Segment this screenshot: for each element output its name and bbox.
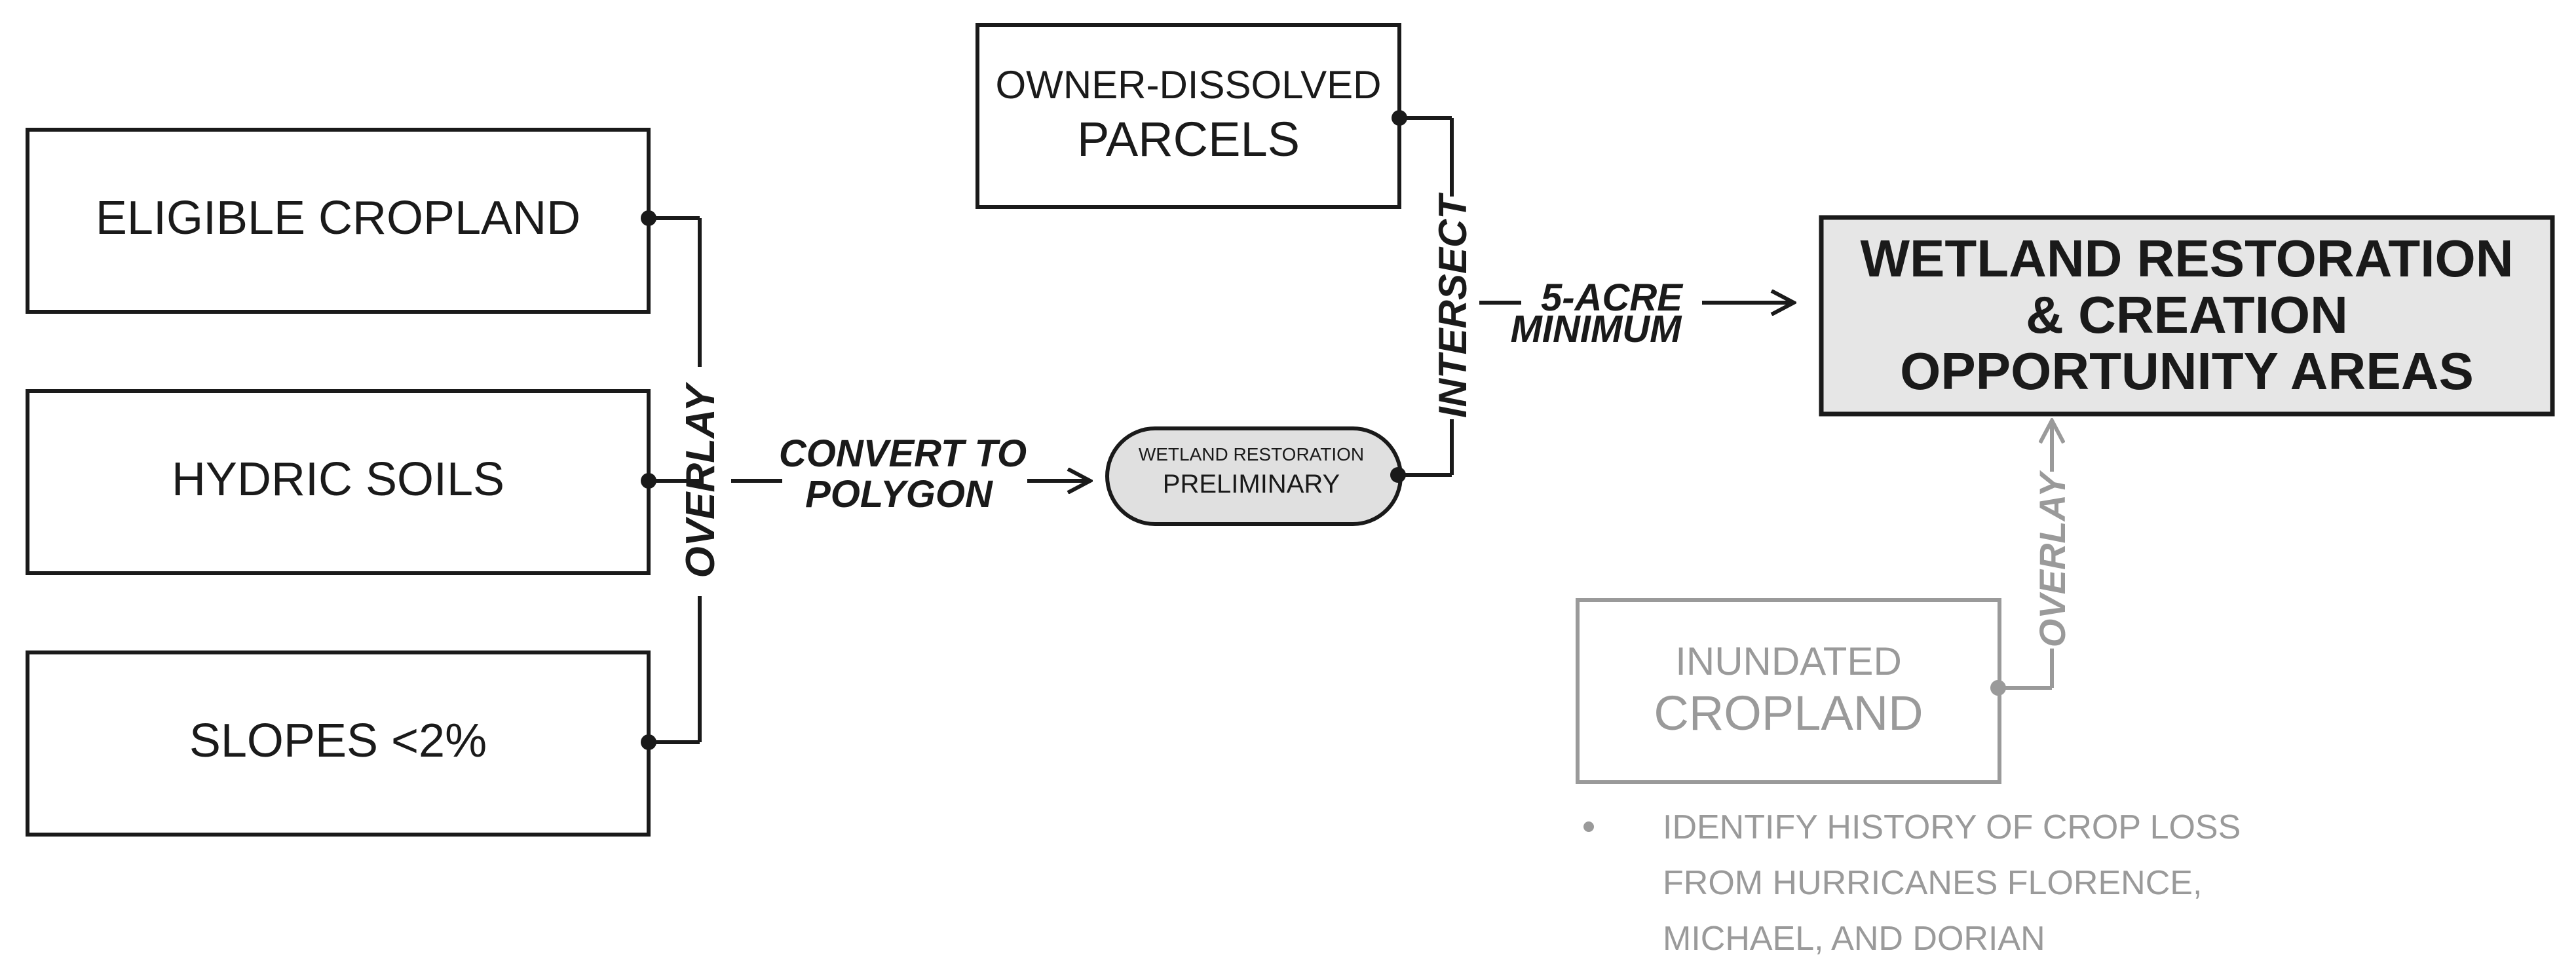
convert-arrow: CONVERT TO POLYGON (731, 432, 1090, 516)
eligible-cropland-box: ELIGIBLE CROPLAND (26, 128, 651, 314)
connector-dot (641, 210, 656, 226)
note-line: FROM HURRICANES FLORENCE, (1663, 864, 2202, 902)
inundated-label-line2: CROPLAND (1654, 686, 1923, 740)
preliminary-node: WETLAND RESTORATION PRELIMINARY (1105, 426, 1406, 526)
minimum-label-line2: MINIMUM (1511, 308, 1683, 350)
parcels-label-line1: OWNER-DISSOLVED (996, 63, 1382, 107)
convert-label-line2: POLYGON (805, 473, 993, 516)
note-line: IDENTIFY HISTORY OF CROP LOSS (1663, 808, 2241, 846)
output-label-line1: WETLAND RESTORATION (1861, 229, 2514, 288)
hydric-soils-box: HYDRIC SOILS (26, 389, 651, 575)
parcels-label-line2: PARCELS (1077, 112, 1300, 166)
intersect-label: INTERSECT (1431, 193, 1475, 418)
parcels-box: OWNER-DISSOLVED PARCELS (975, 23, 1407, 209)
inundated-label-line1: INUNDATED (1675, 639, 1902, 683)
connector-dot (641, 473, 656, 489)
preliminary-label-line2: PRELIMINARY (1163, 470, 1340, 499)
slopes-box: SLOPES <2% (26, 650, 651, 837)
note-list: IDENTIFY HISTORY OF CROP LOSS FROM HURRI… (1583, 808, 2241, 958)
minimum-arrow: 5-ACRE MINIMUM (1479, 276, 1794, 350)
overlay-label-right: OVERLAY (2032, 470, 2073, 647)
minimum-label-line1: 5-ACRE (1541, 276, 1684, 319)
output-label-line2: & CREATION (2026, 286, 2348, 344)
overlay-bracket-left: OVERLAY (641, 210, 723, 750)
overlay-label-left: OVERLAY (678, 381, 723, 578)
bullet-icon (1583, 821, 1594, 832)
intersect-bracket: INTERSECT (1398, 116, 1475, 477)
connector-dot (641, 734, 656, 750)
slopes-label: SLOPES <2% (189, 715, 487, 767)
eligible-cropland-label: ELIGIBLE CROPLAND (96, 192, 580, 244)
output-box: WETLAND RESTORATION & CREATION OPPORTUNI… (1819, 215, 2555, 417)
overlay-bracket-right: OVERLAY (1998, 421, 2073, 690)
preliminary-label-line1: WETLAND RESTORATION (1139, 444, 1364, 464)
note-line: MICHAEL, AND DORIAN (1663, 920, 2045, 958)
hydric-soils-label: HYDRIC SOILS (172, 453, 504, 506)
inundated-cropland-box: INUNDATED CROPLAND (1576, 598, 2006, 784)
output-label-line3: OPPORTUNITY AREAS (1900, 342, 2474, 400)
convert-label-line1: CONVERT TO (779, 432, 1027, 475)
